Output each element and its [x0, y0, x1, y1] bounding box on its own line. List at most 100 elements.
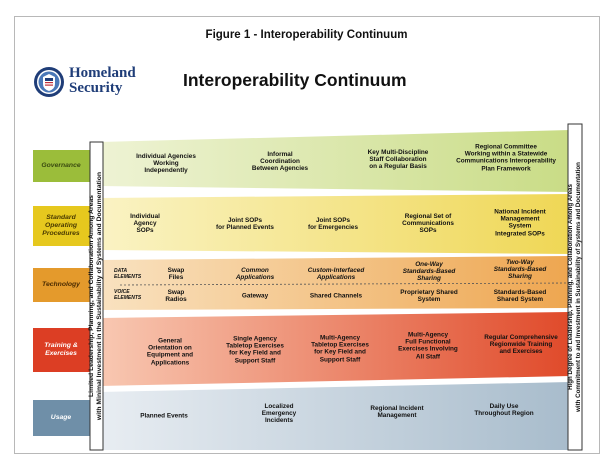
cell-line: Swap — [167, 288, 185, 296]
left-bar-text-line-2: with Minimal Investment in the Sustainab… — [96, 171, 103, 421]
cell-line: SOPs — [136, 227, 154, 235]
cell-line: Tabletop Exercises — [311, 341, 369, 349]
cell-line: Planned Events — [140, 412, 188, 420]
technology-voice-cell: Shared Channels — [310, 292, 362, 299]
cell-line: Joint SOPs — [227, 216, 263, 224]
cell-line: Files — [168, 274, 184, 281]
cell-line: for Emergencies — [307, 224, 359, 231]
technology-divider — [119, 282, 571, 286]
cell-line: Single Agency — [233, 335, 277, 343]
cell-line: Support Staff — [319, 356, 361, 364]
cell-line: Orientation on — [148, 344, 192, 352]
cell-line: Multi-Agency — [319, 334, 361, 342]
cell-line: Multi-Agency — [407, 331, 449, 339]
right-bar-text: High Degree of Leadership, Planning, and… — [567, 162, 583, 412]
usage-cell: Planned Events — [140, 412, 188, 419]
cell-line: Individual Agencies — [136, 153, 196, 161]
cell-line: Common — [241, 266, 269, 274]
cell-line: Independently — [144, 167, 188, 175]
cell-line: Standards-Based — [402, 268, 456, 276]
cell-line: All Staff — [415, 353, 441, 361]
cell-line: Regional Incident — [370, 404, 424, 412]
cell-line: Key Multi-Discipline — [367, 149, 429, 157]
cell-line: Joint SOPs — [315, 216, 351, 224]
cell-line: Standards-Based — [493, 288, 547, 296]
cell-line: Daily Use — [489, 402, 519, 410]
cell-line: for Planned Events — [216, 224, 274, 231]
cell-line: Between Agencies — [251, 165, 309, 173]
cell-line: Individual — [130, 213, 160, 221]
cell-line: Exercises Involving — [398, 346, 458, 353]
wordmark-line-1: Homeland — [69, 65, 136, 81]
cell-line: Staff Collaboration — [369, 156, 427, 164]
right-bar-text-line-1: High Degree of Leadership, Planning, and… — [567, 184, 574, 390]
technology-label: Technology — [42, 281, 80, 288]
sop-tab — [33, 206, 90, 246]
cell-line: Working within a Statewide — [464, 150, 548, 158]
sop-band — [100, 194, 570, 254]
usage-label: Usage — [50, 414, 72, 421]
training-label-line-1: Training & — [44, 342, 78, 349]
cell-line: Tabletop Exercises — [226, 342, 284, 350]
right-vertical-bar — [567, 123, 583, 451]
cell-line: Proprietary Shared — [400, 288, 458, 296]
cell-line: System — [508, 223, 532, 230]
cell-line: Coordination — [260, 158, 300, 166]
cell-line: Regionwide Training — [489, 341, 553, 349]
cell-line: Applications — [235, 274, 275, 281]
cell-line: General — [158, 337, 182, 345]
cell-line: Agency — [133, 220, 157, 228]
cell-line: for Key Field and — [314, 349, 366, 356]
usage-band — [100, 382, 570, 450]
main-title: Interoperability Continuum — [183, 70, 407, 90]
left-bar-text-line-1: Limited Leadership, Planning, and Collab… — [88, 195, 95, 397]
left-bar-text: Limited Leadership, Planning, and Collab… — [88, 172, 104, 420]
dhs-wordmark: Homeland Security — [69, 66, 136, 96]
cell-line: National Incident — [494, 208, 546, 216]
cell-line: Emergency — [261, 410, 297, 418]
cell-line: Shared Channels — [309, 292, 363, 300]
governance-label: Governance — [41, 162, 81, 169]
cell-line: Shared System — [496, 296, 544, 303]
cell-line: Full Functional — [405, 338, 451, 346]
technology-voice-cell: Gateway — [242, 292, 268, 299]
cell-line: Support Staff — [234, 357, 276, 365]
cell-line: Plan Framework — [481, 165, 531, 173]
cell-line: System — [417, 296, 441, 303]
cell-line: Regular Comprehensive — [484, 334, 558, 342]
cell-line: One-Way — [415, 261, 443, 269]
wordmark-line-2: Security — [69, 80, 123, 96]
cell-line: Regional Committee — [475, 143, 537, 151]
cell-line: Swap — [167, 266, 185, 274]
technology-band — [100, 256, 570, 310]
cell-line: Informal — [267, 151, 293, 159]
cell-line: Applications — [150, 359, 190, 367]
figure-title: Figure 1 - Interoperability Continuum — [205, 29, 408, 41]
cell-line: on a Regular Basis — [369, 163, 427, 171]
cell-line: Radios — [165, 296, 187, 303]
left-vertical-bar — [89, 141, 104, 451]
